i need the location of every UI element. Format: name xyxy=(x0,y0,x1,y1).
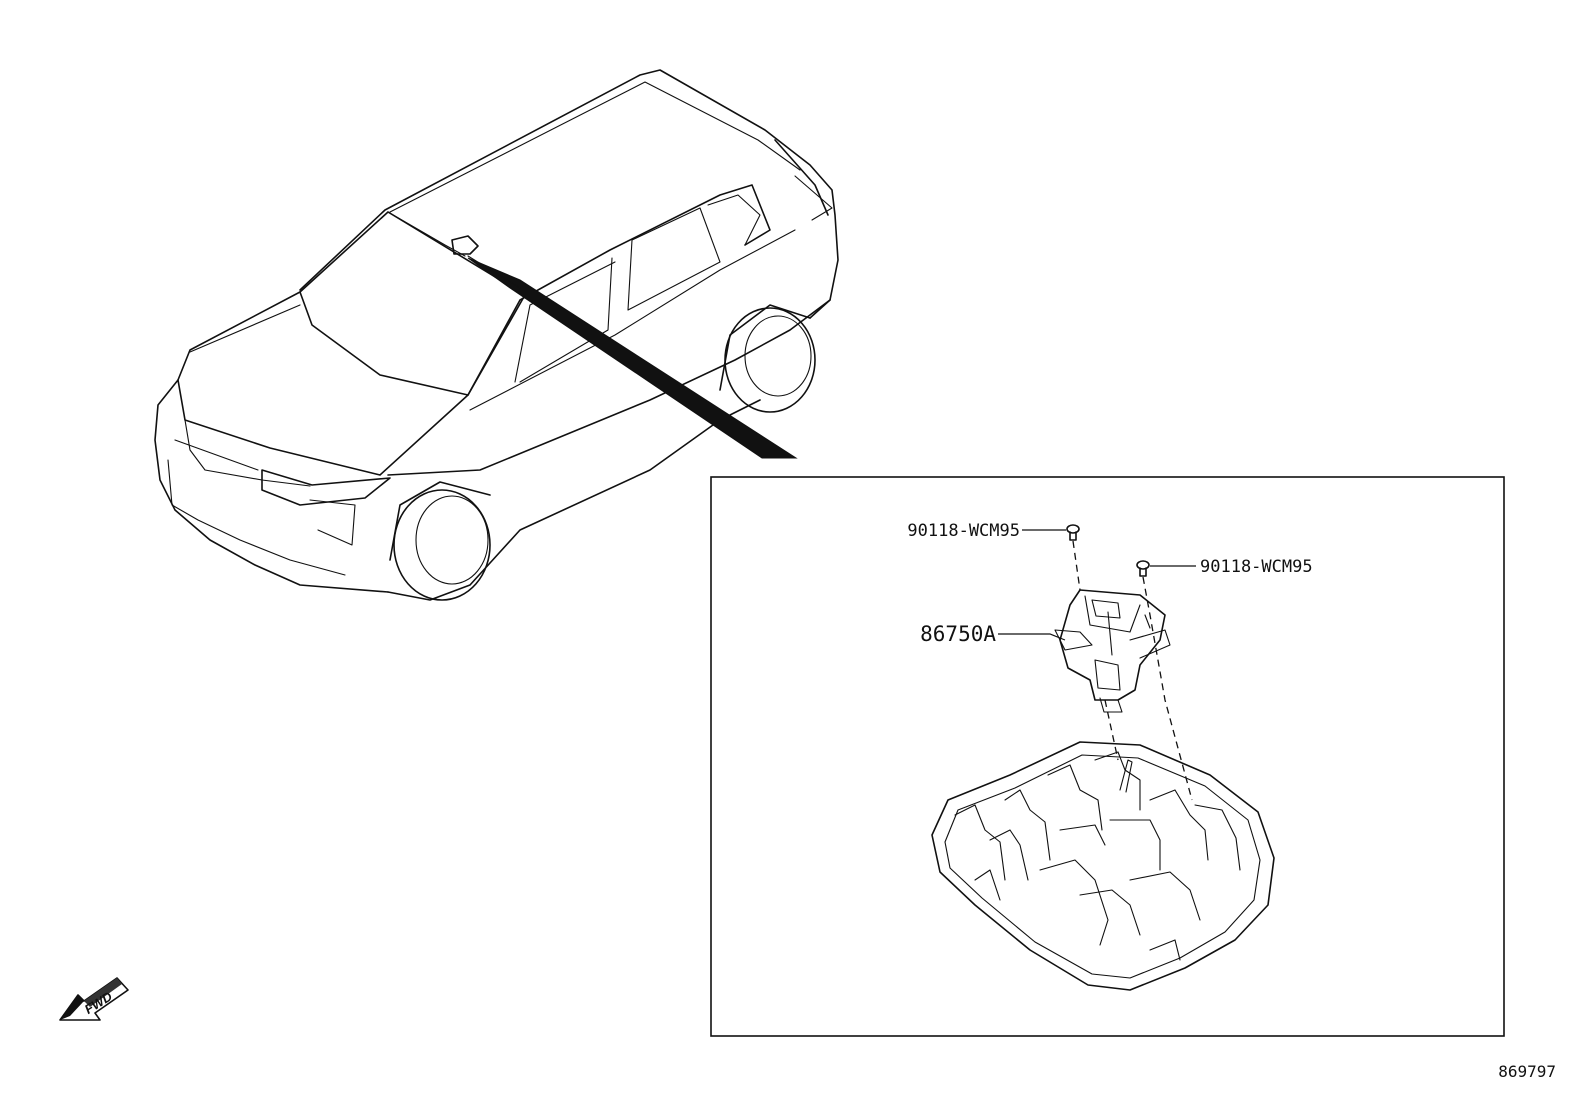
console-housing xyxy=(931,741,1275,991)
fwd-arrow-icon: FWD xyxy=(59,977,129,1021)
callout-screw-right: 90118-WCM95 xyxy=(1200,557,1313,577)
detail-frame xyxy=(710,476,1505,1037)
screw-right xyxy=(1136,560,1150,577)
vehicle-outline xyxy=(154,69,839,601)
callout-screw-left: 90118-WCM95 xyxy=(907,521,1020,541)
callout-main-part: 86750A xyxy=(920,622,996,646)
screw-left xyxy=(1066,524,1080,541)
illustration-number: 869797 xyxy=(1498,1062,1556,1081)
switch-assembly xyxy=(1054,589,1171,713)
detail-pointer xyxy=(467,257,798,459)
